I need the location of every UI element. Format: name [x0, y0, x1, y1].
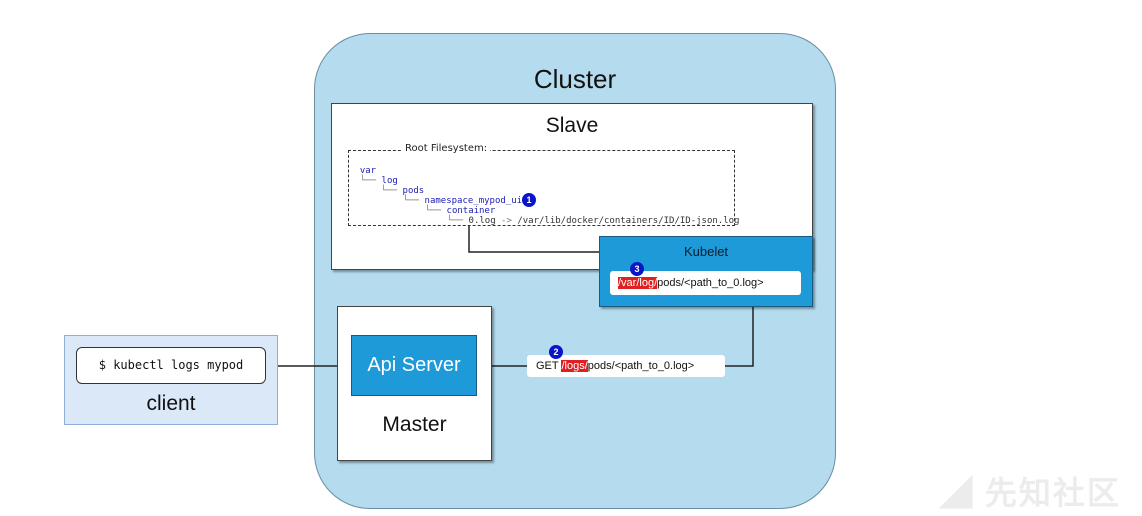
api-server-box: Api Server — [351, 335, 477, 396]
tree-node-log: └── log — [359, 176, 398, 187]
client-title: client — [146, 392, 196, 415]
slave-title: Slave — [545, 114, 599, 137]
root-filesystem-label: Root Filesystem: — [402, 143, 491, 154]
request-path-rest: pods/<path_to_0.log> — [587, 360, 695, 372]
tree-node-var: var — [359, 166, 377, 177]
cluster-title: Cluster — [533, 64, 617, 94]
step-badge-3: 3 — [630, 262, 644, 276]
tree-node-namespace: └── namespace_mypod_uid — [402, 196, 528, 207]
kubelet-path-highlight: /var/log/ — [618, 277, 658, 289]
watermark: ◢ 先知社区 — [940, 468, 1121, 514]
step-badge-2: 2 — [549, 345, 563, 359]
tree-node-pods: └── pods — [380, 186, 425, 197]
watermark-text: 先知社区 — [984, 475, 1121, 511]
kubelet-title: Kubelet — [683, 244, 729, 259]
master-title: Master — [382, 413, 447, 436]
request-method: GET — [536, 360, 559, 372]
root-filesystem-box — [348, 150, 735, 226]
kubelet-path-rest: pods/<path_to_0.log> — [657, 277, 764, 289]
watermark-logo-icon: ◢ — [940, 475, 975, 511]
step-badge-1: 1 — [522, 193, 536, 207]
request-path-label: GET /logs/pods/<path_to_0.log> — [527, 355, 725, 377]
tree-node-log-file: └── 0.log -> /var/lib/docker/containers/… — [446, 216, 740, 227]
tree-node-container: └── container — [424, 206, 496, 217]
request-path-highlight: /logs/ — [561, 360, 588, 372]
kubectl-command: $ kubectl logs mypod — [76, 347, 266, 384]
kubelet-log-path: /var/log/pods/<path_to_0.log> — [610, 271, 801, 295]
